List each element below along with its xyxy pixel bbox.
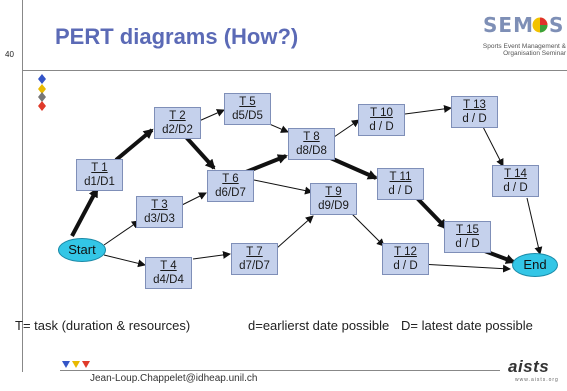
arrow-t6-t9 [253, 179, 313, 195]
task-id: T 12 [394, 246, 417, 258]
aists-logo: aists [508, 357, 550, 376]
decorative-bullets-icon [38, 74, 46, 111]
task-id: T 6 [222, 173, 239, 185]
legend-earliest: d=earlierst date possible [248, 318, 390, 333]
arrow-t14-end [526, 197, 543, 255]
task-dates: d2/D2 [162, 124, 193, 136]
task-dates: d1/D1 [84, 176, 115, 188]
task-id: T 11 [389, 171, 412, 183]
task-id: T 3 [151, 199, 168, 211]
task-id: T 9 [325, 186, 342, 198]
arrow-t4-t7 [192, 250, 231, 260]
task-id: T 8 [303, 131, 320, 143]
arrow-t3-t6 [181, 192, 207, 206]
task-node-t6: T 6 d6/D7 [207, 170, 254, 202]
arrow-t13-t14 [479, 120, 504, 167]
task-node-t12: T 12 d / D [382, 243, 429, 275]
title-rule [22, 70, 567, 71]
task-id: T 13 [463, 99, 486, 111]
task-node-t4: T 4 d4/D4 [145, 257, 192, 289]
task-node-t11: T 11 d / D [377, 168, 424, 200]
task-node-t10: T 10 d / D [358, 104, 405, 136]
task-node-t1: T 1 d1/D1 [76, 159, 123, 191]
task-id: T 1 [91, 162, 108, 174]
task-id: T 10 [370, 107, 393, 119]
legend-task: T= task (duration & resources) [15, 318, 191, 333]
task-dates: d4/D4 [153, 274, 184, 286]
task-id: T 4 [160, 260, 177, 272]
task-dates: d8/D8 [296, 145, 327, 157]
arrow-t6-t8 [245, 154, 288, 174]
aists-url: www.aists.org [515, 377, 559, 383]
task-dates: d5/D5 [232, 110, 263, 122]
task-dates: d / D [369, 121, 394, 133]
svg-text:S: S [549, 13, 564, 37]
arrow-t2-t5 [198, 109, 225, 122]
arrow-t1-t2 [114, 128, 154, 162]
logo-subtitle: Sports Event Management & Organisation S… [482, 43, 566, 57]
arrow-t2-t6 [184, 135, 216, 170]
svg-text:SEM: SEM [483, 13, 534, 37]
task-dates: d / D [503, 182, 528, 194]
task-node-t5: T 5 d5/D5 [224, 93, 271, 125]
task-id: T 14 [504, 168, 527, 180]
legend-latest: D= latest date possible [401, 318, 533, 333]
footer-bullets-icon [62, 361, 90, 368]
page-number: 40 [5, 50, 14, 59]
slide-title: PERT diagrams (How?) [55, 24, 299, 49]
arrow-t11-t15 [415, 196, 448, 230]
arrow-t9-t12 [351, 213, 385, 247]
task-id: T 7 [246, 246, 263, 258]
left-rule [22, 0, 23, 372]
task-node-t3: T 3 d3/D3 [136, 196, 183, 228]
task-node-t7: T 7 d7/D7 [231, 243, 278, 275]
task-dates: d / D [388, 185, 413, 197]
footer-email: Jean-Loup.Chappelet@idheap.unil.ch [90, 373, 258, 384]
task-node-t15: T 15 d / D [444, 221, 491, 253]
task-dates: d / D [455, 238, 480, 250]
arrow-t8-t10 [333, 119, 360, 138]
arrow-t12-end [419, 263, 511, 273]
end-node: End [512, 253, 558, 277]
task-dates: d9/D9 [318, 200, 349, 212]
task-node-t13: T 13 d / D [451, 96, 498, 128]
arrow-t10-t13 [404, 104, 452, 115]
arrow-start-t3 [103, 220, 140, 246]
task-dates: d / D [462, 113, 487, 125]
task-node-t8: T 8 d8/D8 [288, 128, 335, 160]
task-node-t2: T 2 d2/D2 [154, 107, 201, 139]
task-node-t14: T 14 d / D [492, 165, 539, 197]
start-node: Start [58, 238, 106, 262]
task-id: T 5 [239, 96, 256, 108]
task-dates: d / D [393, 260, 418, 272]
task-id: T 2 [169, 110, 186, 122]
footer-rule [60, 370, 500, 371]
task-node-t9: T 9 d9/D9 [310, 183, 357, 215]
task-dates: d7/D7 [239, 260, 270, 272]
task-id: T 15 [456, 224, 479, 236]
arrow-start-t4 [103, 254, 146, 268]
task-dates: d6/D7 [215, 187, 246, 199]
arrow-start-t1 [70, 187, 99, 237]
arrow-t7-t9 [276, 215, 314, 249]
task-dates: d3/D3 [144, 213, 175, 225]
semos-logo: SEM S [483, 13, 564, 37]
